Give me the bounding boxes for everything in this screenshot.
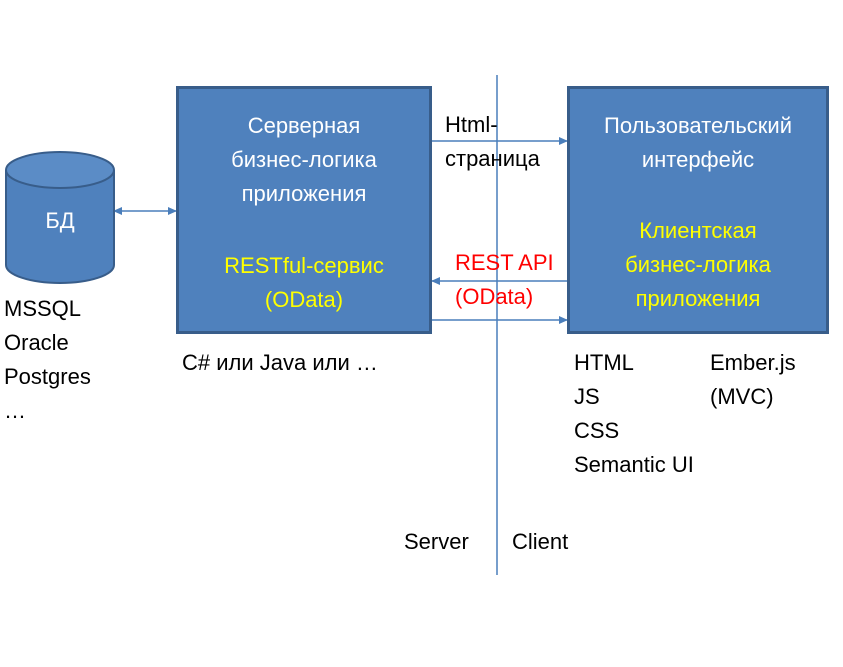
server-tech-label: C# или Java или … xyxy=(182,350,378,375)
client-ui-box: Пользовательский интерфейс Клиентская би… xyxy=(567,86,829,334)
client-tech-list: HTML JS CSS Semantic UI xyxy=(574,350,694,477)
server-logic-title: Серверная бизнес-логика приложения xyxy=(231,113,377,206)
rest-api-label: REST API (OData) xyxy=(455,250,554,309)
client-ui-title: Пользовательский интерфейс xyxy=(604,113,792,172)
client-logic-label: Клиентская бизнес-логика приложения xyxy=(625,218,771,311)
database-engines-list: MSSQL Oracle Postgres … xyxy=(4,296,91,423)
client-side-label: Client xyxy=(512,529,569,554)
restful-service-label: RESTful-сервис (OData) xyxy=(224,253,384,312)
html-page-label: Html- страница xyxy=(445,112,540,171)
server-side-label: Server xyxy=(404,529,469,554)
database-label: БД xyxy=(45,208,75,233)
server-logic-box: Серверная бизнес-логика приложения RESTf… xyxy=(176,86,432,334)
database-cylinder-icon xyxy=(5,151,115,284)
client-framework-label: Ember.js (MVC) xyxy=(710,350,796,409)
